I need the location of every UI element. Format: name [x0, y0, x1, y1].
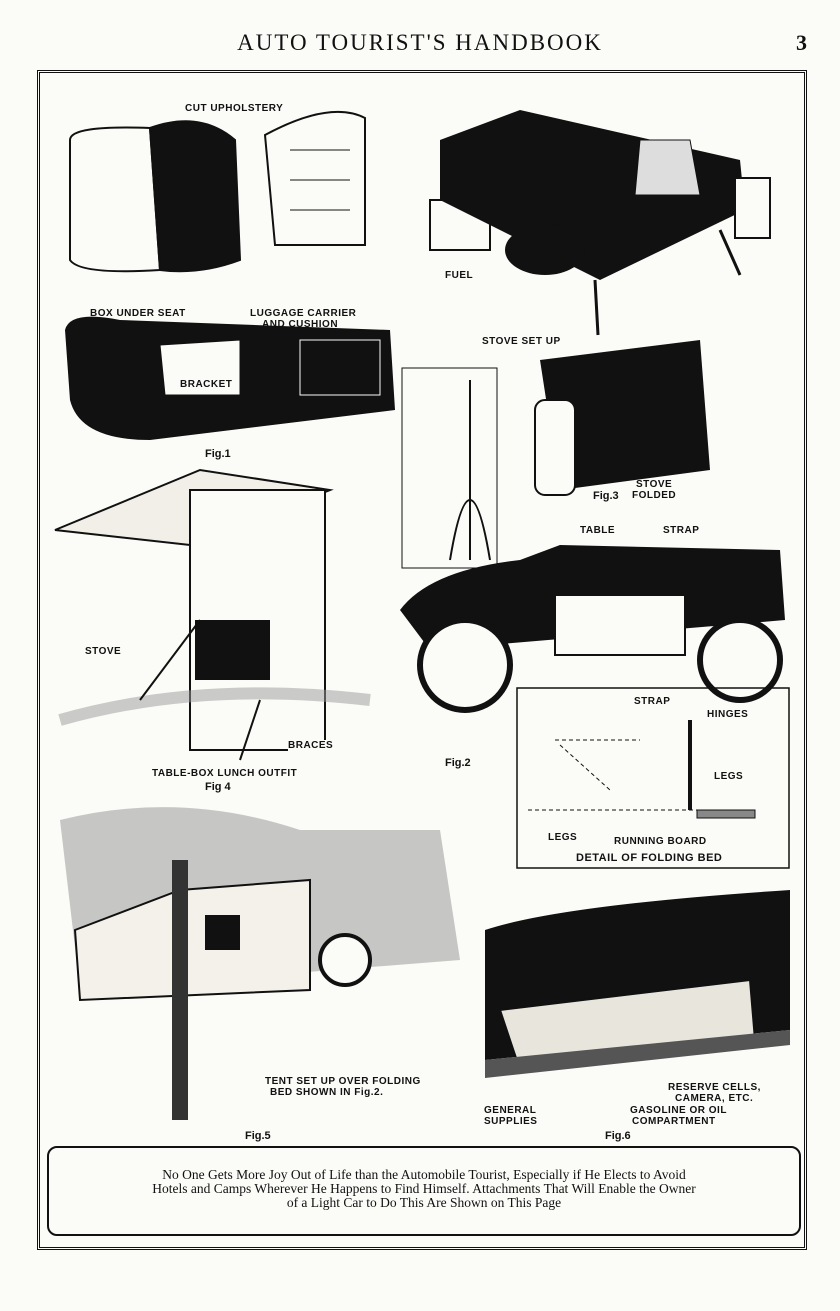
- automobile-illustration: [400, 545, 785, 713]
- label-stove-folded-2: FOLDED: [632, 490, 677, 501]
- label-table: TABLE: [580, 525, 616, 536]
- tent-illustration: [60, 807, 460, 1120]
- tent-caption-line1: TENT SET UP OVER FOLDING: [265, 1076, 421, 1087]
- fig2-label: Fig.2: [445, 757, 471, 769]
- table-box-lunch-outfit-illustration: [54, 468, 371, 761]
- label-reserve-cells: RESERVE CELLS,: [668, 1082, 761, 1093]
- detail-label-hinges: HINGES: [707, 709, 749, 720]
- label-general: GENERAL: [484, 1105, 537, 1116]
- forest-scene-illustration: [401, 367, 498, 569]
- detail-title: DETAIL OF FOLDING BED: [576, 852, 723, 864]
- illustration-frame: [37, 70, 807, 1250]
- label-luggage-carrier: LUGGAGE CARRIER: [250, 308, 357, 319]
- running-board-box-illustration: [485, 890, 790, 1078]
- caption-box: No One Gets More Joy Out of Life than th…: [47, 1146, 801, 1236]
- tent-caption-line2: BED SHOWN IN Fig.2.: [270, 1087, 384, 1098]
- stove-set-up-illustration: [429, 110, 771, 336]
- page-title: AUTO TOURIST'S HANDBOOK: [237, 30, 603, 55]
- fig4-title: TABLE-BOX LUNCH OUTFIT: [152, 768, 298, 779]
- detail-label-legs-left: LEGS: [548, 832, 578, 843]
- label-cut-upholstery: CUT UPHOLSTERY: [185, 103, 284, 114]
- label-fuel: FUEL: [445, 270, 474, 281]
- label-camera: CAMERA, ETC.: [675, 1093, 754, 1104]
- detail-label-strap: STRAP: [634, 696, 671, 707]
- label-braces: BRACES: [288, 740, 334, 751]
- label-gasoline: GASOLINE OR OIL: [630, 1105, 727, 1116]
- label-and-cushion: AND CUSHION: [262, 319, 339, 330]
- caption-line-2: Hotels and Camps Wherever He Happens to …: [152, 1181, 696, 1196]
- fig3-label: Fig.3: [593, 490, 619, 502]
- label-stove-fig4: STOVE: [85, 646, 122, 657]
- caption-line-1: No One Gets More Joy Out of Life than th…: [162, 1167, 686, 1182]
- caption-line-3: of a Light Car to Do This Are Shown on T…: [286, 1195, 562, 1210]
- label-supplies: SUPPLIES: [484, 1116, 538, 1127]
- label-stove-set-up: STOVE SET UP: [482, 336, 561, 347]
- folding-bed-detail-box: [516, 687, 790, 869]
- label-stove-folded-1: STOVE: [636, 479, 673, 490]
- stove-folded-illustration: [534, 340, 710, 496]
- fig1-label: Fig.1: [205, 448, 231, 460]
- fig4-label: Fig 4: [205, 781, 231, 793]
- detail-label-legs-right: LEGS: [714, 771, 744, 782]
- label-compartment: COMPARTMENT: [632, 1116, 716, 1127]
- fig6-label: Fig.6: [605, 1130, 631, 1142]
- label-box-under-seat: BOX UNDER SEAT: [90, 308, 186, 319]
- cut-upholstery-illustration: [69, 110, 366, 273]
- page-caption: No One Gets More Joy Out of Life than th…: [49, 1168, 799, 1210]
- label-strap: STRAP: [663, 525, 700, 536]
- page-number: 3: [796, 30, 807, 55]
- detail-label-running-board: RUNNING BOARD: [614, 836, 707, 847]
- fig5-label: Fig.5: [245, 1130, 271, 1142]
- label-bracket: BRACKET: [180, 379, 233, 390]
